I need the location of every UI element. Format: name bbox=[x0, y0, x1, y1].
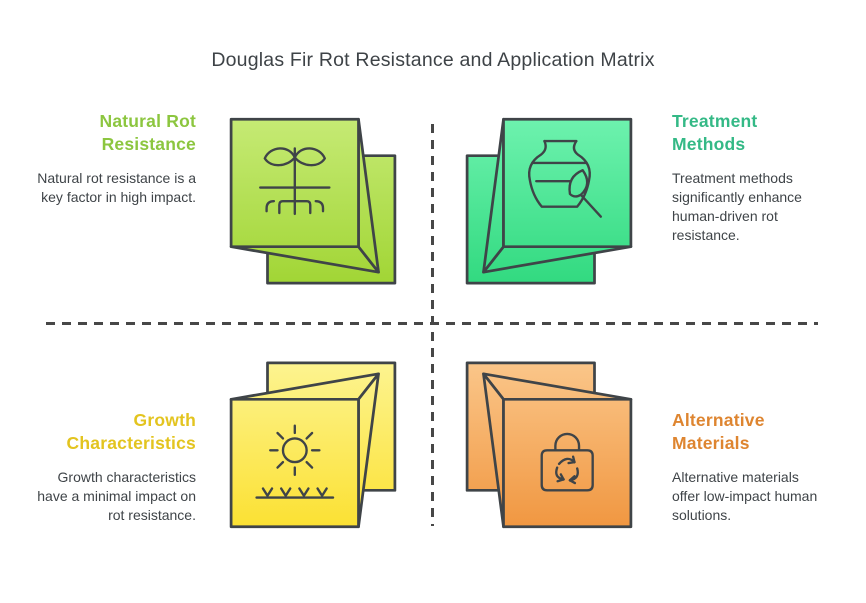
page-title: Douglas Fir Rot Resistance and Applicati… bbox=[211, 49, 655, 71]
quadrant-title: Growth Characteristics bbox=[66, 410, 196, 453]
quadrant-title: Treatment Methods bbox=[672, 111, 758, 154]
sprout-roots-icon bbox=[229, 117, 397, 285]
quadrant-description: Natural rot resistance is a key factor i… bbox=[37, 170, 196, 205]
quadrant-description: Alternative materials offer low-impact h… bbox=[672, 469, 818, 523]
pottery-vase-brush-icon bbox=[465, 117, 633, 285]
sun-seedlings-icon bbox=[229, 361, 397, 529]
quadrant-description: Growth characteristics have a minimal im… bbox=[37, 469, 196, 523]
vertical-divider-dashed bbox=[431, 124, 434, 526]
quadrant-title: Natural Rot Resistance bbox=[99, 111, 196, 154]
quadrant-title: Alternative Materials bbox=[672, 410, 765, 453]
quadrant-description: Treatment methods significantly enhance … bbox=[672, 170, 802, 243]
recycle-bag-icon bbox=[465, 361, 633, 529]
